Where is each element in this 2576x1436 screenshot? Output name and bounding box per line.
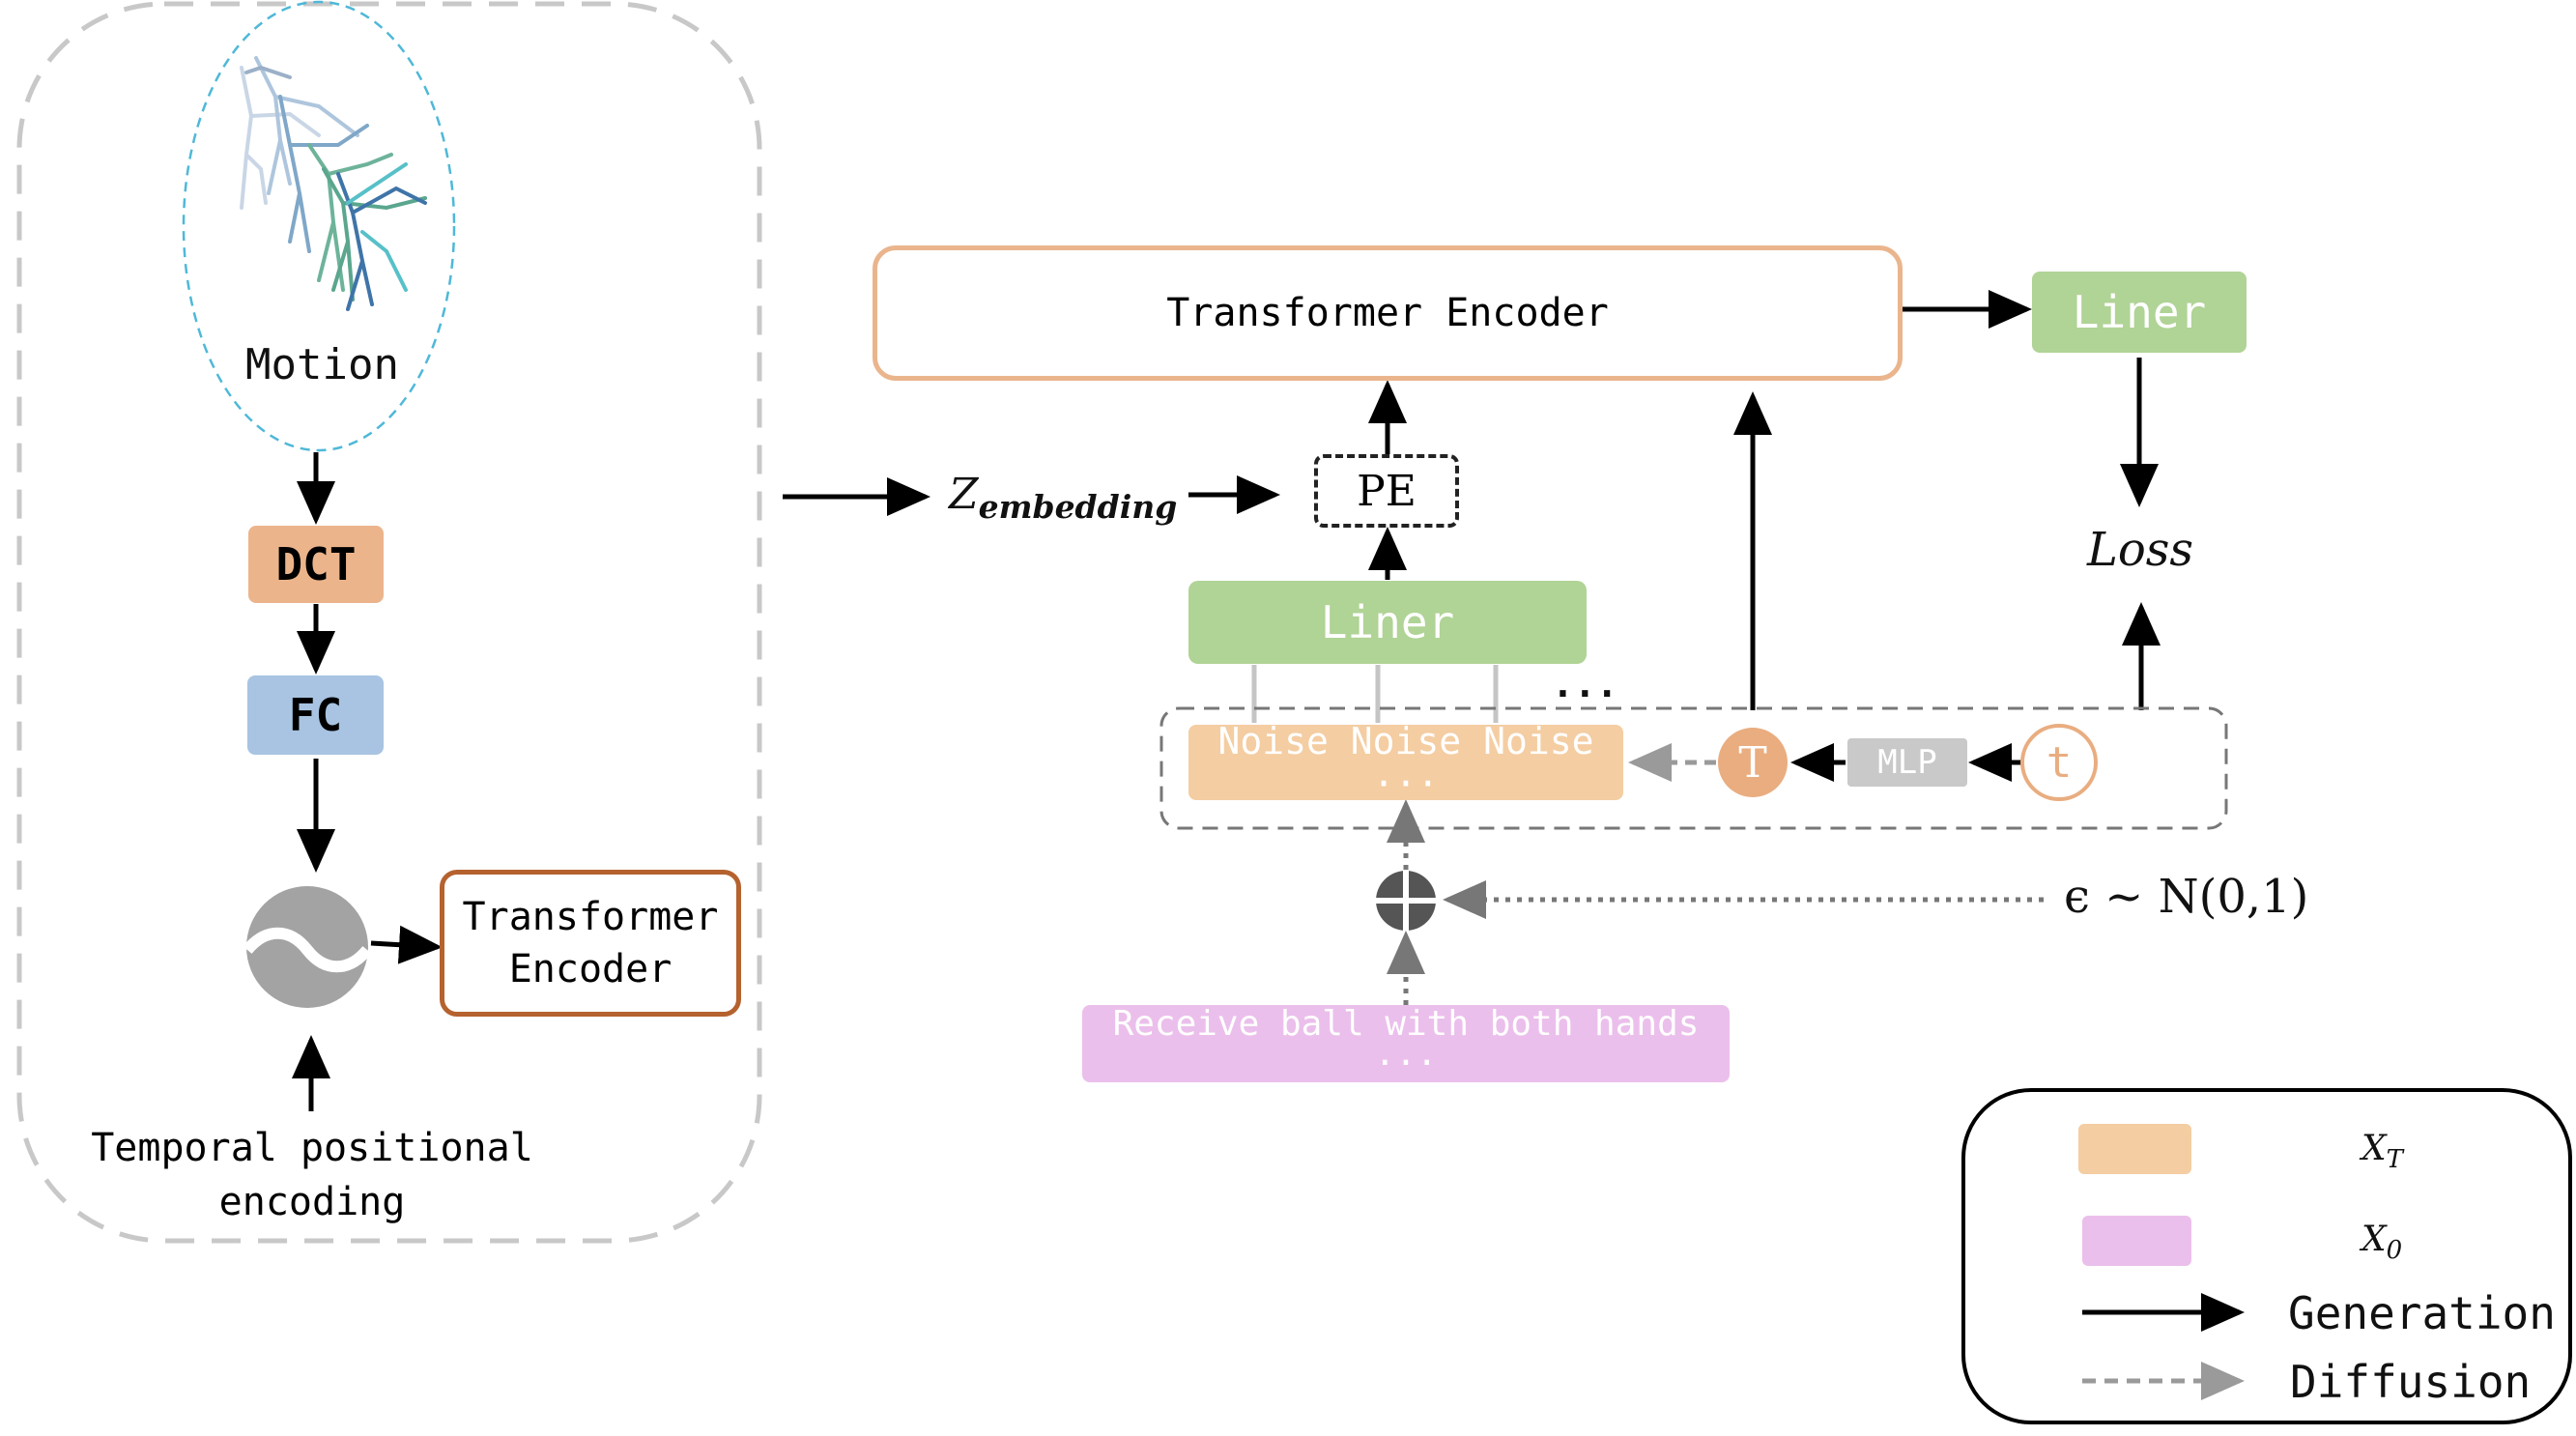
legend-xt-main: X bbox=[2361, 1129, 2387, 1168]
arrow-combine-encoder bbox=[370, 925, 443, 964]
top-liner-box: Liner bbox=[2032, 272, 2247, 353]
skeleton-figure bbox=[240, 56, 427, 311]
fc-box: FC bbox=[247, 675, 384, 755]
left-encoder-label-1: Transformer bbox=[462, 895, 719, 939]
left-encoder-label-2: Encoder bbox=[508, 947, 673, 991]
motion-label: Motion bbox=[245, 340, 399, 389]
tpe-label-2: encoding bbox=[218, 1180, 406, 1224]
z-sub: embedding bbox=[978, 487, 1178, 526]
legend-x0-sub: 0 bbox=[2386, 1236, 2403, 1266]
T-node bbox=[1718, 728, 1788, 797]
legend-xt-label: XT bbox=[2361, 1129, 2403, 1174]
noise-container bbox=[1159, 706, 2228, 830]
legend-xt-swatch bbox=[2078, 1124, 2191, 1174]
legend-xt-sub: T bbox=[2386, 1145, 2403, 1175]
motion-ellipse bbox=[182, 0, 456, 452]
liner-ellipsis: ... bbox=[1552, 663, 1618, 705]
left-encoder-box: Transformer Encoder bbox=[440, 870, 741, 1017]
top-encoder-box: Transformer Encoder bbox=[873, 245, 1903, 381]
mlp-box: MLP bbox=[1847, 738, 1967, 787]
fc-label: FC bbox=[288, 689, 343, 741]
z-main: Z bbox=[949, 470, 979, 519]
dct-label: DCT bbox=[275, 538, 357, 590]
legend-box bbox=[1961, 1088, 2572, 1424]
pe-box: PE bbox=[1314, 454, 1459, 528]
t-label: t bbox=[2046, 737, 2073, 788]
legend-x0-label: X0 bbox=[2361, 1220, 2402, 1265]
tpe-label: Temporal positional encoding bbox=[77, 1119, 547, 1231]
noise-box: Noise Noise Noise ··· bbox=[1188, 720, 1623, 805]
t-node bbox=[2020, 724, 2098, 801]
text-prompt-label: Receive ball with both hands ··· bbox=[1112, 1004, 1700, 1083]
z-embedding-label: Zembedding bbox=[949, 470, 1177, 526]
dct-box: DCT bbox=[248, 526, 384, 603]
legend-diffusion-label: Diffusion bbox=[2290, 1356, 2532, 1408]
top-encoder-label: Transformer Encoder bbox=[1166, 291, 1609, 335]
text-prompt-box: Receive ball with both hands ··· bbox=[1082, 1004, 1730, 1083]
tpe-label-1: Temporal positional bbox=[91, 1126, 533, 1170]
pe-label: PE bbox=[1357, 466, 1417, 516]
bottom-liner-box: Liner bbox=[1188, 581, 1587, 664]
T-label: T bbox=[1738, 737, 1767, 788]
bottom-liner-label: Liner bbox=[1320, 596, 1455, 648]
left-panel-container bbox=[16, 1, 762, 1244]
noise-label: Noise Noise Noise ··· bbox=[1217, 720, 1594, 805]
legend-x0-swatch bbox=[2082, 1216, 2191, 1266]
epsilon-label: ϵ ~ N(0,1) bbox=[2064, 870, 2309, 924]
mlp-label: MLP bbox=[1877, 743, 1937, 782]
loss-label: Loss bbox=[2087, 523, 2194, 577]
legend-x0-main: X bbox=[2361, 1220, 2387, 1259]
wave-icon bbox=[243, 927, 372, 973]
top-liner-label: Liner bbox=[2072, 286, 2207, 338]
legend-generation-label: Generation bbox=[2288, 1287, 2556, 1339]
